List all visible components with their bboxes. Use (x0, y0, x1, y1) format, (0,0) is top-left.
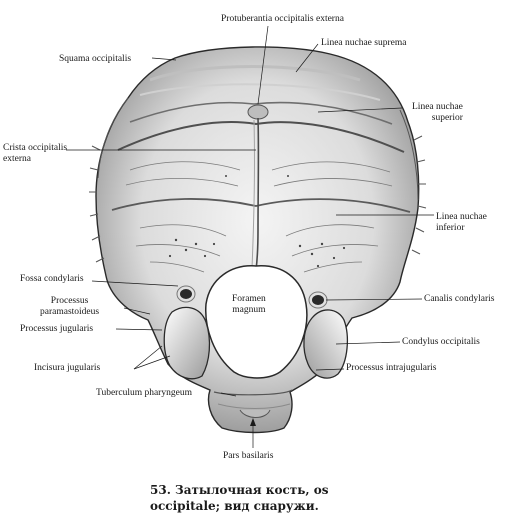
label-line: superior (431, 113, 463, 123)
label-condylus-occipitalis: Condylus occipitalis (402, 337, 480, 347)
label-line: Foramen (232, 294, 266, 304)
label-processus-jugularis: Processus jugularis (20, 324, 94, 334)
label-line: Linea nuchae (436, 212, 487, 222)
linea-nuchae-inferior (111, 198, 411, 213)
linea-nuchae-suprema (129, 101, 393, 125)
crista-occipitalis (255, 117, 260, 271)
label-line: externa (3, 154, 31, 164)
label-line: magnum (232, 305, 266, 315)
figure-caption-line-1: 53. Затылочная кость, os (150, 483, 329, 497)
label-linea-nuchae-suprema: Linea nuchae suprema (321, 38, 407, 48)
label-incisura-jugularis: Incisura jugularis (34, 363, 101, 373)
canalis-condylaris-mark (312, 295, 324, 305)
foramen-magnum (205, 265, 308, 379)
label-tuberculum-pharyngeum: Tuberculum pharyngeum (96, 388, 192, 398)
label-line: Crista occipitalis (3, 143, 68, 153)
label-canalis-condylaris: Canalis condylaris (424, 294, 495, 304)
linea-nuchae-superior (117, 121, 405, 153)
label-pars-basilaris: Pars basilaris (223, 451, 274, 461)
label-processus-intrajugularis: Processus intrajugularis (346, 363, 437, 373)
protuberantia-mark (247, 104, 269, 120)
label-protuberantia-occipitalis-externa: Protuberantia occipitalis externa (221, 14, 344, 24)
label-fossa-condylaris: Fossa condylaris (20, 274, 84, 284)
label-foramen-magnum: Foramen magnum (232, 294, 266, 316)
label-line: Linea nuchae (412, 102, 463, 112)
label-squama-occipitalis: Squama occipitalis (59, 54, 132, 64)
condyle-right (303, 309, 349, 379)
fossa-condylaris-mark (180, 289, 192, 299)
condyle-left (163, 306, 211, 380)
label-line: inferior (436, 223, 465, 233)
label-processus-paramastoideus: Processus paramastoideus (40, 296, 99, 318)
label-crista-occipitalis-externa: Crista occipitalis externa (3, 143, 67, 165)
label-line: paramastoideus (40, 307, 100, 317)
label-line: Processus (50, 296, 89, 306)
figure-caption-line-2: occipitale; вид снаружи. (150, 499, 319, 513)
label-linea-nuchae-inferior: Linea nuchae inferior (436, 212, 487, 234)
label-linea-nuchae-superior: Linea nuchae superior (412, 102, 463, 124)
